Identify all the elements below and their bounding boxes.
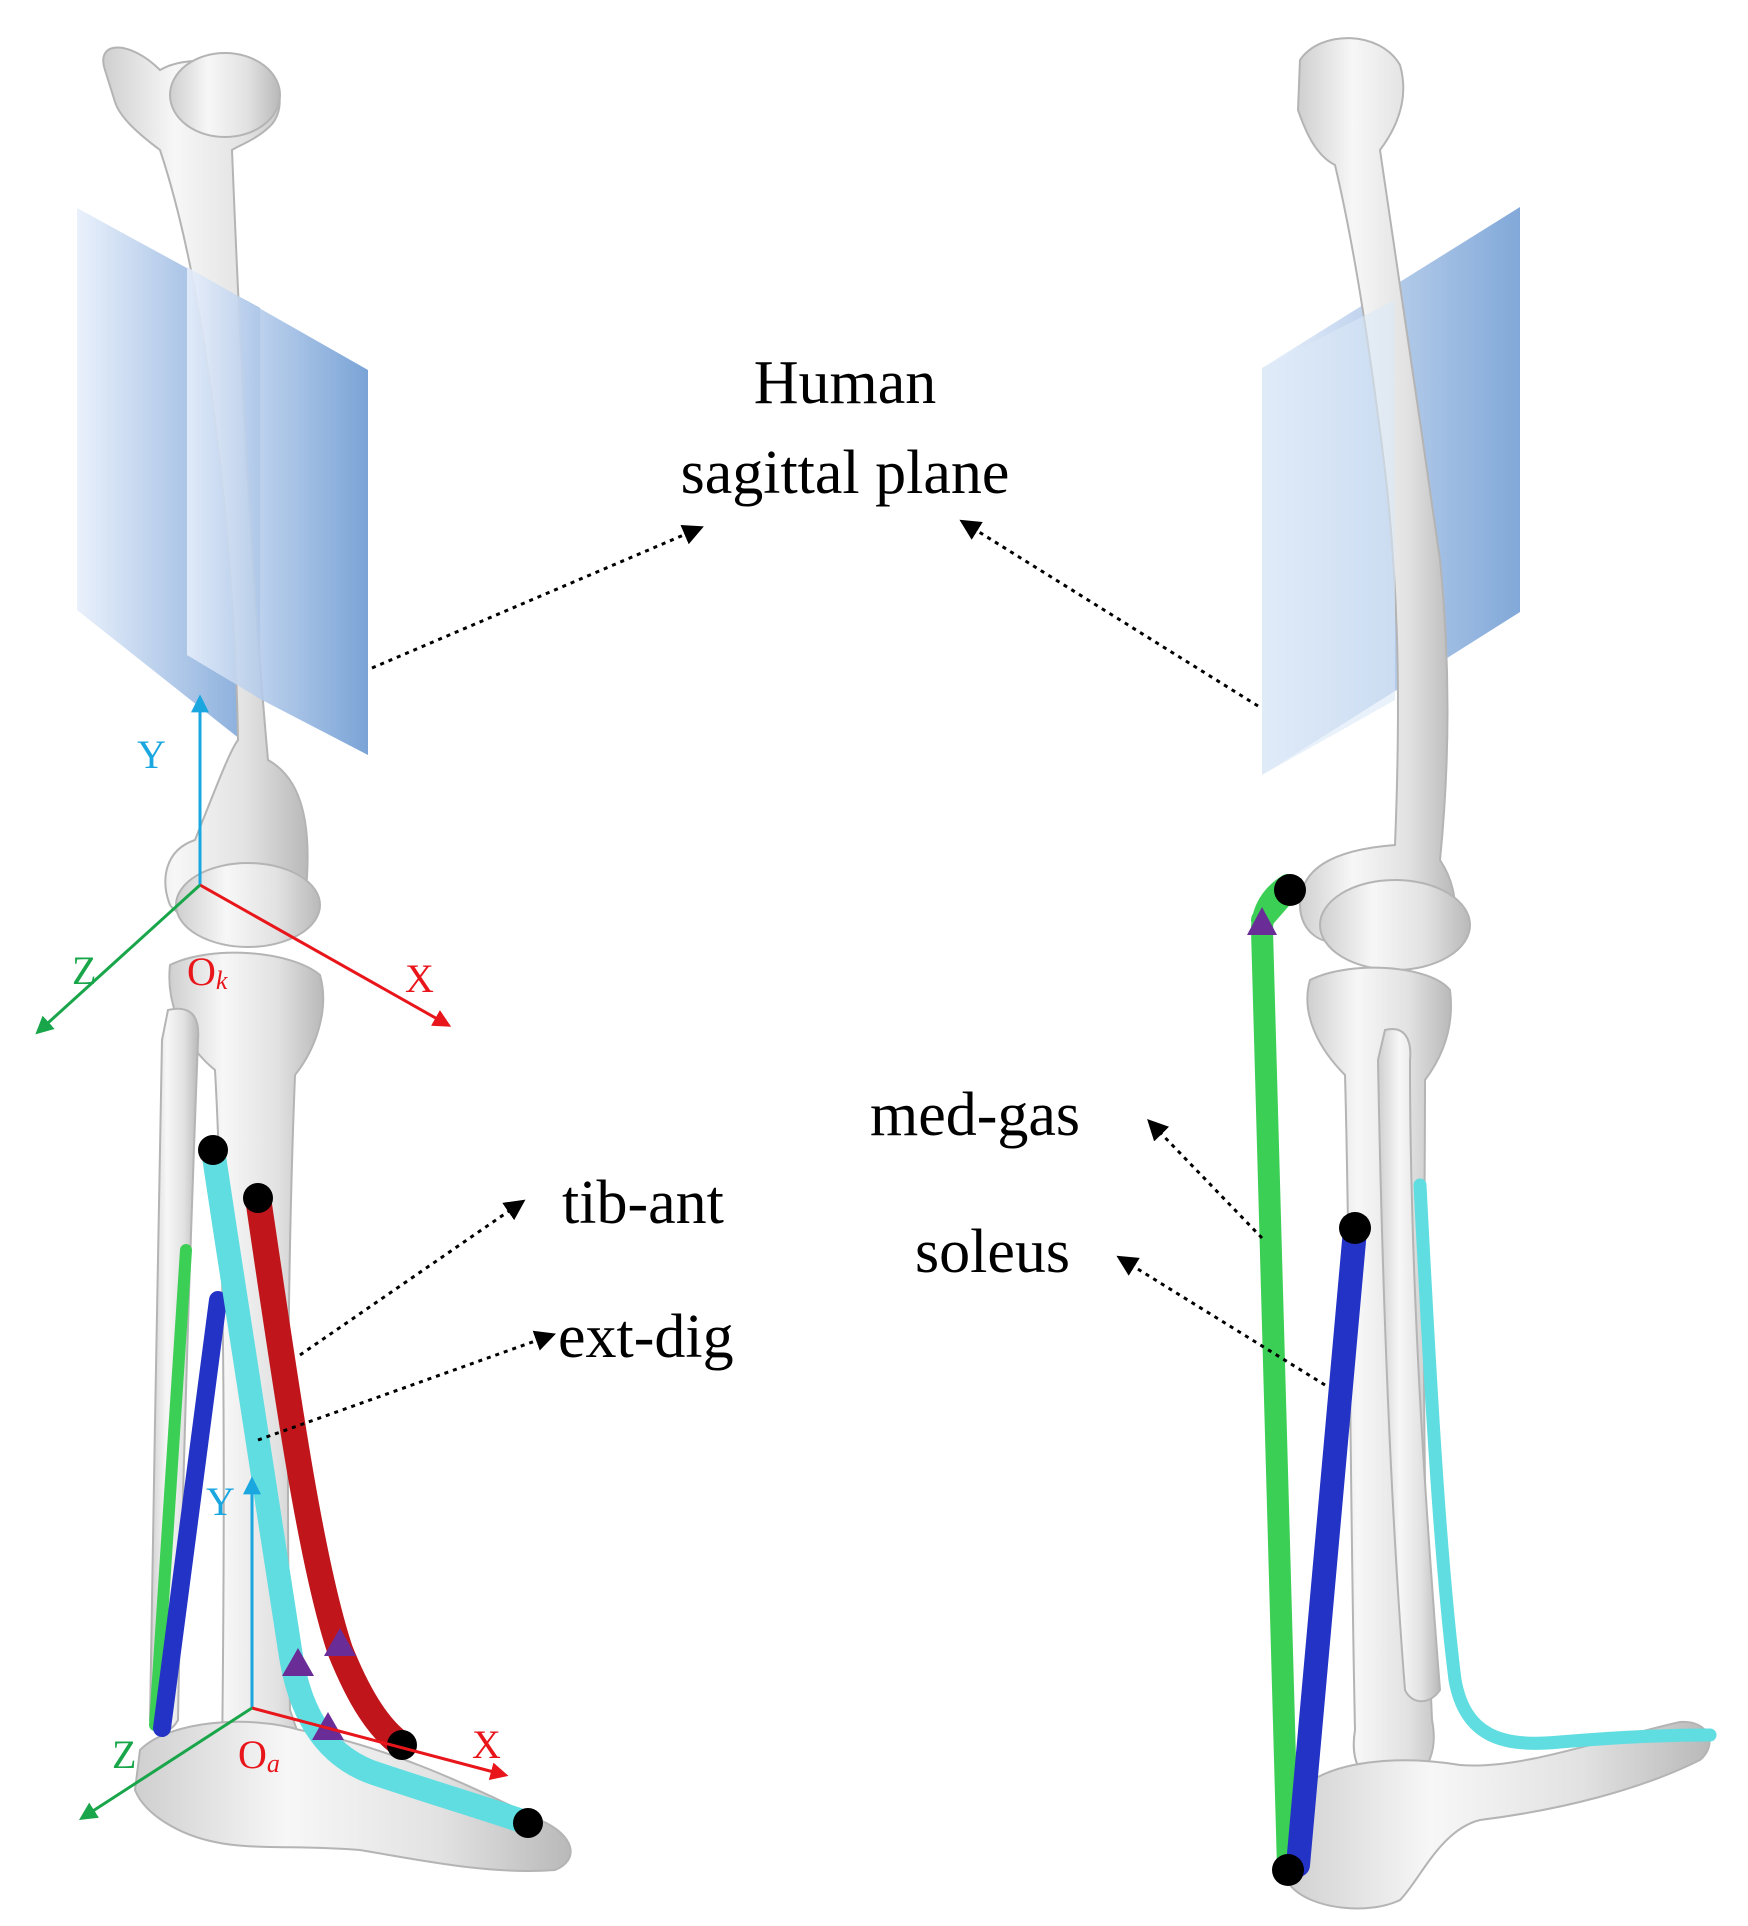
annotations: Human sagittal plane tib-ant ext-dig med…	[257, 349, 1326, 1442]
ankle-coordinate-frame: Y X Z Oa	[78, 1476, 509, 1820]
right-knee-condyle	[1319, 879, 1471, 971]
ankle-x-axis	[251, 1706, 509, 1781]
right-leg-model	[1247, 37, 1717, 1910]
ext-dig-muscle	[201, 1138, 537, 1834]
tib-ant-label: tib-ant	[562, 1169, 724, 1237]
ext-dig-label: ext-dig	[558, 1303, 734, 1371]
right-ext-dig-muscle	[1413, 1178, 1717, 1750]
sagittal-leader-right	[959, 519, 1259, 708]
knee-origin-label: Ok	[187, 949, 228, 995]
ankle-z-axis	[78, 1706, 253, 1820]
left-knee-condyle	[175, 862, 321, 948]
ankle-z-label: Z	[112, 1732, 136, 1777]
left-attach-point	[387, 1730, 417, 1760]
ext-dig-leader	[257, 1330, 556, 1442]
right-attach-point	[1272, 1854, 1304, 1886]
med-gas-leader	[1147, 1118, 1264, 1240]
sagittal-label-line2: sagittal plane	[681, 439, 1010, 507]
med-gas-label: med-gas	[870, 1081, 1080, 1149]
ankle-origin-label: Oa	[238, 1732, 280, 1778]
knee-x-axis	[199, 883, 452, 1027]
left-attach-point	[513, 1808, 543, 1838]
ankle-y-label: Y	[206, 1479, 235, 1524]
left-femoral-head	[169, 52, 281, 138]
knee-coordinate-frame: Y X Z Ok	[35, 694, 452, 1035]
med-gas-muscle	[1251, 874, 1299, 1879]
soleus-muscle	[1286, 1218, 1367, 1877]
right-via-point	[1247, 907, 1277, 935]
tib-ant-muscle	[245, 1185, 415, 1758]
knee-x-label: X	[405, 956, 434, 1001]
left-attach-point	[198, 1135, 228, 1165]
left-sagittal-plane-front	[187, 267, 368, 755]
left-via-point	[312, 1712, 344, 1740]
knee-z-label: Z	[72, 948, 96, 993]
soleus-label: soleus	[915, 1218, 1070, 1286]
left-via-point	[282, 1648, 314, 1676]
knee-y-label: Y	[137, 732, 166, 777]
soleus-leader	[1116, 1255, 1326, 1387]
right-attach-point	[1339, 1212, 1371, 1244]
right-foot	[1280, 1720, 1711, 1910]
sagittal-leader-left	[371, 524, 704, 670]
right-attach-point	[1274, 874, 1306, 906]
right-sagittal-plane-front	[1262, 300, 1395, 775]
left-leg-model: Y X Z Ok Y X Z Oa	[35, 46, 572, 1872]
left-med-gas-muscle	[149, 1244, 192, 1731]
knee-z-axis	[35, 883, 202, 1035]
left-attach-point	[243, 1183, 273, 1213]
left-via-point	[324, 1628, 356, 1656]
left-foot	[133, 1720, 572, 1872]
ankle-x-label: X	[472, 1722, 501, 1767]
sagittal-label-line1: Human	[754, 349, 937, 417]
left-soleus-muscle	[153, 1291, 227, 1737]
right-fibula	[1376, 1028, 1442, 1703]
tib-ant-leader	[299, 1199, 526, 1357]
